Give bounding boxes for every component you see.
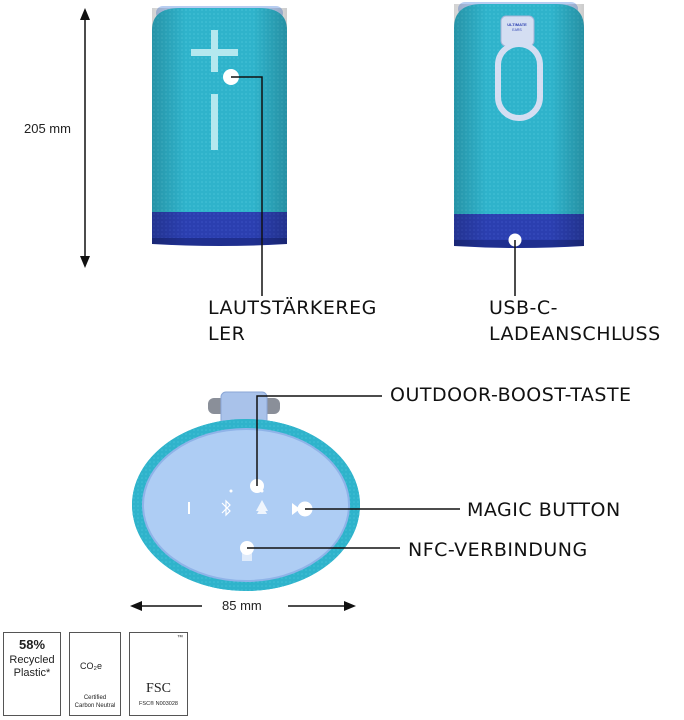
outdoor-boost-icon <box>256 500 268 514</box>
outdoor-boost-leader-line <box>256 395 382 486</box>
play-icon <box>292 503 300 515</box>
width-arrow-left <box>130 601 142 611</box>
recycled-line2: Plastic* <box>13 667 51 679</box>
power-icon <box>188 502 190 514</box>
hanging-strap: ULTIMATE EARS <box>495 15 543 121</box>
fsc-label: FSC <box>146 681 171 696</box>
width-arrow-right <box>344 601 356 611</box>
height-label: 205 mm <box>24 121 71 136</box>
recycled-plastic-badge: 58% Recycled Plastic* <box>3 632 61 716</box>
carbon-line2: Carbon Neutral <box>74 703 116 709</box>
nfc-icon <box>242 551 252 561</box>
usb-callout-line2: LADEANSCHLUSS <box>489 323 661 345</box>
width-label: 85 mm <box>222 598 262 613</box>
fsc-trademark: ™ <box>177 635 183 641</box>
outdoor-boost-callout: OUTDOOR-BOOST-TASTE <box>390 384 632 406</box>
bottom-base-plate <box>143 429 349 581</box>
speaker-bottom-view <box>132 391 460 591</box>
minus-icon <box>211 94 218 150</box>
speaker-front-view <box>152 6 287 296</box>
plus-icon <box>191 30 238 72</box>
strap-label-line2: EARS <box>512 28 522 32</box>
carbon-line1: Certified <box>83 695 107 701</box>
volume-callout-line1: LAUTSTÄRKEREG <box>208 297 377 319</box>
height-dimension <box>80 8 90 268</box>
recycled-percent: 58% <box>18 637 46 652</box>
fsc-code: FSC® N003028 <box>139 701 178 707</box>
volume-leader-line <box>231 76 263 296</box>
speaker-back-view: ULTIMATE EARS <box>454 2 584 296</box>
fsc-badge: ™ FSC FSC® N003028 <box>129 632 188 716</box>
recycled-line1: Recycled <box>9 654 55 666</box>
height-arrow-top <box>80 8 90 20</box>
carbon-neutral-badge: CO₂e Certified Carbon Neutral <box>69 632 121 716</box>
width-dimension <box>130 601 356 611</box>
bluetooth-icon <box>221 499 231 517</box>
strap-label-line1: ULTIMATE <box>507 22 527 27</box>
usb-callout-line1: USB-C- <box>489 297 558 319</box>
co2e-symbol: CO₂e <box>80 661 102 671</box>
volume-callout-line2: LER <box>208 323 246 345</box>
magic-button-callout: MAGIC BUTTON <box>467 499 621 521</box>
nfc-callout: NFC-VERBINDUNG <box>408 539 588 561</box>
height-arrow-bottom <box>80 256 90 268</box>
